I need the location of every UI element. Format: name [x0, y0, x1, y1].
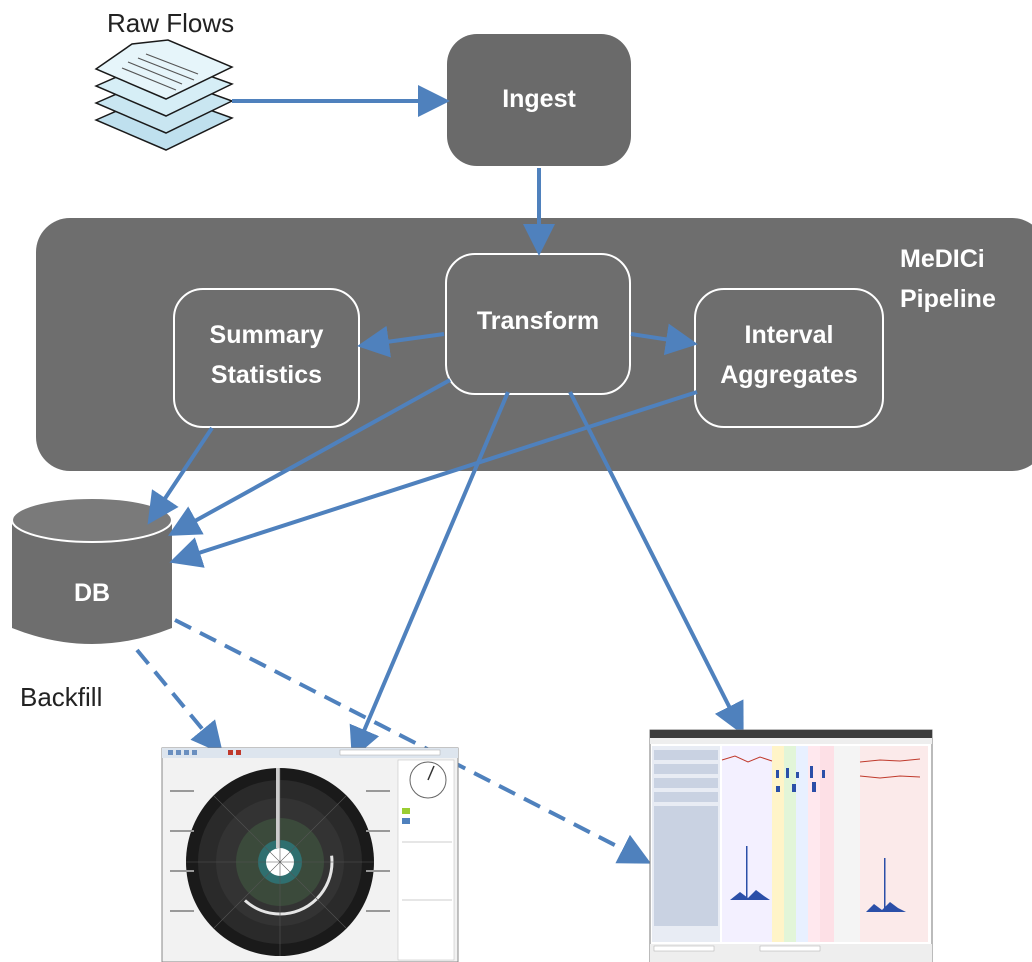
summary-label-line1: Summary — [209, 321, 324, 349]
interval-label-line1: Interval — [744, 321, 834, 349]
raw-flows-label: Raw Flows — [107, 8, 235, 38]
interval-label-line2: Aggregates — [720, 361, 858, 389]
backfill-label: Backfill — [20, 682, 103, 712]
ingest-label: Ingest — [502, 85, 576, 113]
arrow-db-backfill-to-timeline-view — [174, 618, 652, 864]
pipeline-label-line1: MeDICi — [900, 245, 985, 273]
interval-aggregates-box — [694, 288, 884, 428]
ingest-box — [447, 34, 631, 166]
summary-label-line2: Statistics — [210, 361, 323, 389]
summary-statistics-box — [173, 288, 360, 428]
transform-label: Transform — [476, 307, 600, 335]
pipeline-label-line2: Pipeline — [900, 285, 996, 313]
db-label: DB — [73, 579, 111, 607]
arrow-db-backfill-to-radial-view — [135, 648, 224, 755]
